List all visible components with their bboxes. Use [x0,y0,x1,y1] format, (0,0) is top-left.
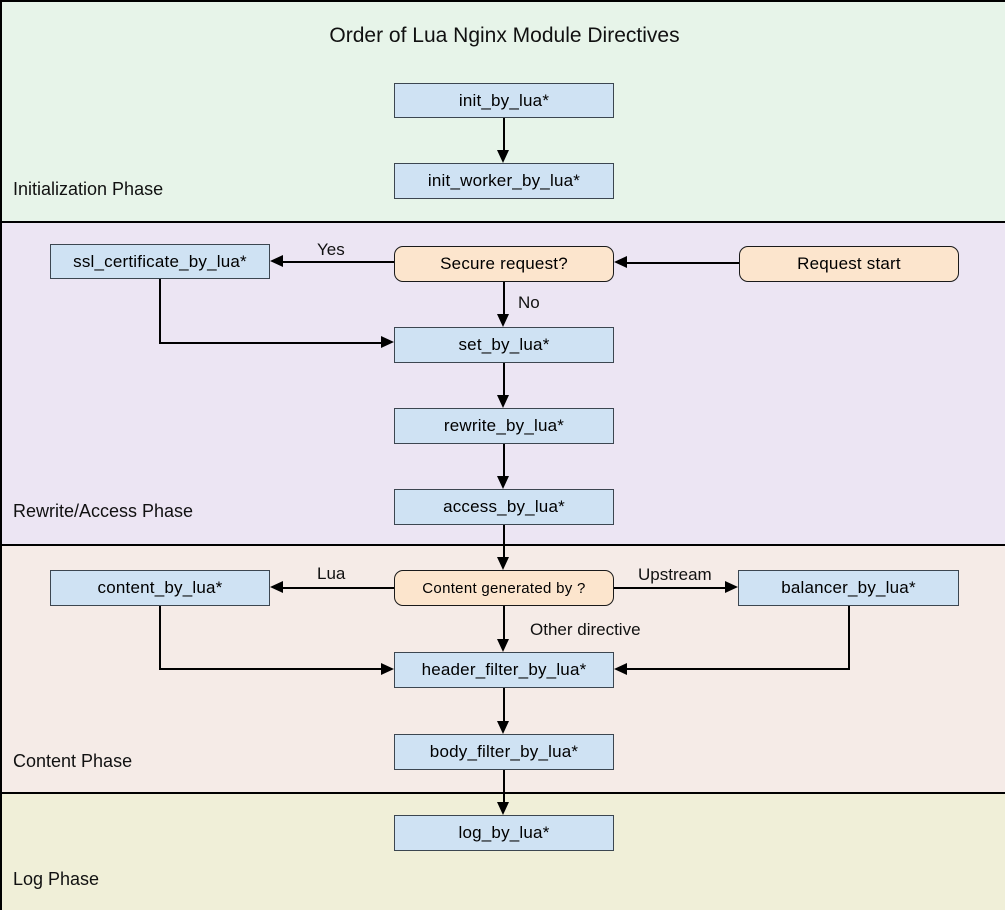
arrow-bodyfilter-to-log-line [503,770,505,802]
initialization-phase-label: Initialization Phase [13,179,164,199]
node-request-start: Request start [739,246,959,282]
node-init-worker-by-lua: init_worker_by_lua* [394,163,614,199]
node-set-by-lua: set_by_lua* [394,327,614,363]
edge-label-yes: Yes [317,240,345,259]
arrow-ssl-to-set-hline [159,342,382,344]
arrow-init-to-initworker-line [503,118,505,152]
node-secure-request: Secure request? [394,246,614,282]
arrow-balancer-to-headerfilter-hline [627,668,850,670]
arrow-set-to-rewrite-line [503,363,505,395]
arrow-contentgen-to-balancer-head [725,581,738,593]
node-access-by-lua: access_by_lua* [394,489,614,525]
arrow-requeststart-to-secure-head [614,256,627,268]
arrow-bodyfilter-to-log-head [497,802,509,815]
node-log-by-lua: log_by_lua* [394,815,614,851]
arrow-headerfilter-to-bodyfilter-line [503,688,505,721]
node-content-generated-by: Content generated by ? [394,570,614,606]
arrow-ssl-to-set-head [381,336,394,348]
arrow-secure-to-ssl-line [282,261,394,263]
edge-label-other-directive: Other directive [530,620,641,639]
edge-label-no: No [518,293,540,312]
arrow-secure-to-ssl-head [270,255,283,267]
node-balancer-by-lua: balancer_by_lua* [738,570,959,606]
arrow-secure-to-set-line [503,282,505,315]
arrow-contentbylua-to-headerfilter-head [381,663,394,675]
edge-label-upstream: Upstream [638,565,712,584]
arrow-contentbylua-to-headerfilter-hline [159,668,381,670]
content-phase-label: Content Phase [13,751,133,771]
diagram-title: Order of Lua Nginx Module Directives [329,24,680,47]
edge-label-lua: Lua [317,564,346,583]
node-header-filter-by-lua: header_filter_by_lua* [394,652,614,688]
arrow-contentgen-to-headerfilter-line [503,606,505,639]
arrow-headerfilter-to-bodyfilter-head [497,721,509,734]
arrow-rewrite-to-access-line [503,444,505,476]
node-body-filter-by-lua: body_filter_by_lua* [394,734,614,770]
arrow-contentgen-to-balancer-line [614,587,725,589]
arrow-balancer-to-headerfilter-head [614,663,627,675]
arrow-set-to-rewrite-head [497,395,509,408]
arrow-init-to-initworker-head [497,150,509,163]
arrow-balancer-to-headerfilter-vline [848,606,850,670]
node-content-by-lua: content_by_lua* [50,570,270,606]
arrow-requeststart-to-secure-line [626,262,739,264]
node-ssl-certificate-by-lua: ssl_certificate_by_lua* [50,244,270,279]
arrow-rewrite-to-access-head [497,476,509,489]
node-rewrite-by-lua: rewrite_by_lua* [394,408,614,444]
node-init-by-lua: init_by_lua* [394,83,614,118]
arrow-ssl-to-set-vline [159,279,161,344]
arrow-contentbylua-to-headerfilter-vline [159,606,161,670]
arrow-contentgen-to-headerfilter-head [497,639,509,652]
log-phase-label: Log Phase [13,869,100,889]
arrow-access-to-contentgen-line [503,525,505,557]
arrow-access-to-contentgen-head [497,557,509,570]
rewrite-access-phase-label: Rewrite/Access Phase [13,501,194,521]
arrow-secure-to-set-head [497,314,509,327]
arrow-contentgen-to-contentbylua-head [270,581,283,593]
arrow-contentgen-to-contentbylua-line [282,587,394,589]
